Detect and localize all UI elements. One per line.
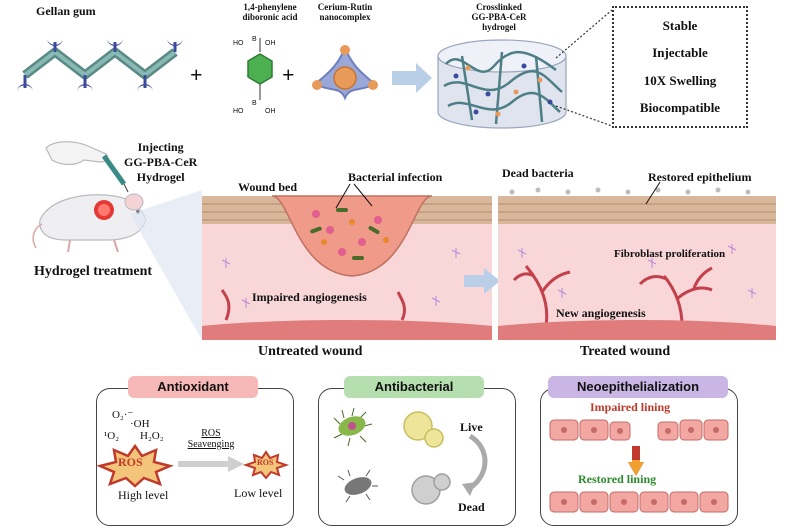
property-biocompatible: Biocompatible — [639, 100, 721, 116]
pba-boron-top: B — [252, 36, 257, 43]
dead-label: Dead — [458, 500, 485, 514]
mouse-illustration — [32, 193, 147, 253]
hydrogel-treatment-label: Hydrogel treatment — [34, 264, 153, 279]
live-bacteria-icons — [333, 407, 488, 505]
restored-epithelium-pointer — [645, 181, 661, 205]
plus-sign-1: + — [190, 62, 203, 87]
pba-ho-top: HO — [233, 40, 244, 47]
antibacterial-title: Antibacterial — [344, 376, 484, 398]
low-level-label: Low level — [234, 486, 283, 500]
pba-molecule — [247, 38, 273, 100]
ros-low-text: ROS — [257, 458, 274, 467]
new-angiogenesis-label: New angiogenesis — [556, 306, 646, 320]
pba-ho-bottom: HO — [233, 108, 244, 115]
high-level-label: High level — [118, 488, 169, 502]
arrow-untreated-to-treated — [464, 268, 500, 294]
zoom-wedge — [130, 190, 202, 340]
untreated-wound-tissue — [202, 195, 492, 340]
wound-bed-label: Wound bed — [238, 180, 298, 194]
restored-lining-cells — [549, 491, 729, 513]
property-injectable: Injectable — [652, 45, 708, 61]
ros-high-starburst — [96, 443, 174, 488]
gellan-gum-chain — [17, 38, 183, 92]
properties-box: Stable Injectable 10X Swelling Biocompat… — [612, 6, 748, 128]
scavenging-arrow — [178, 456, 244, 472]
dead-bacteria-label: Dead bacteria — [502, 166, 574, 180]
neoepithelialization-title: Neoepithelialization — [548, 376, 728, 398]
property-swelling: 10X Swelling — [643, 72, 717, 88]
species-superoxide: O₂·⁻ — [112, 409, 134, 421]
injecting-label: Injecting GG-PBA-CeR Hydrogel — [124, 140, 198, 184]
treated-wound-tissue — [498, 187, 776, 340]
impaired-lining-label: Impaired lining — [590, 400, 671, 414]
gellan-gum-label: Gellan gum — [36, 4, 96, 18]
ros-scavenging-label: ROS Seavenging — [187, 428, 235, 450]
pba-oh-bottom: OH — [265, 108, 276, 115]
pba-label: 1,4-phenylene diboronic acid — [242, 2, 298, 22]
restored-epithelium-label: Restored epithelium — [648, 170, 752, 184]
zoom-connector-lines — [555, 9, 613, 127]
treated-wound-label: Treated wound — [580, 344, 671, 359]
property-stable: Stable — [662, 17, 698, 33]
cerium-rutin-nanocomplex — [312, 45, 378, 101]
fibroblast-proliferation-label: Fibroblast proliferation — [614, 248, 726, 260]
restoration-arrow — [628, 446, 644, 476]
hydrogel-label: Crosslinked GG-PBA-CeR hydrogel — [471, 2, 527, 32]
impaired-lining-cells — [549, 419, 729, 441]
hydrogel-disk — [437, 39, 567, 129]
ros-high-text: ROS — [118, 455, 143, 469]
arrow-to-hydrogel — [392, 63, 432, 93]
cerium-rutin-label: Cerium-Rutin nanocomplex — [317, 2, 373, 22]
untreated-wound-label: Untreated wound — [258, 344, 363, 359]
restored-lining-label: Restored lining — [578, 472, 657, 486]
plus-sign-2: + — [282, 62, 295, 87]
hand-syringe-icon — [45, 141, 129, 193]
pba-oh-top: OH — [265, 40, 276, 47]
species-hydrogen-peroxide: H₂O₂ — [140, 430, 164, 442]
ros-low-starburst — [242, 450, 290, 480]
pba-boron-bottom: B — [252, 100, 257, 107]
live-label: Live — [460, 420, 483, 434]
bacterial-infection-pointer — [335, 183, 373, 209]
species-hydroxyl: ·OH — [130, 418, 150, 430]
species-singlet-oxygen: ¹O₂ — [104, 430, 120, 442]
impaired-angiogenesis-label: Impaired angiogenesis — [252, 290, 367, 304]
bacterial-infection-label: Bacterial infection — [348, 170, 443, 184]
antioxidant-title: Antioxidant — [128, 376, 258, 398]
